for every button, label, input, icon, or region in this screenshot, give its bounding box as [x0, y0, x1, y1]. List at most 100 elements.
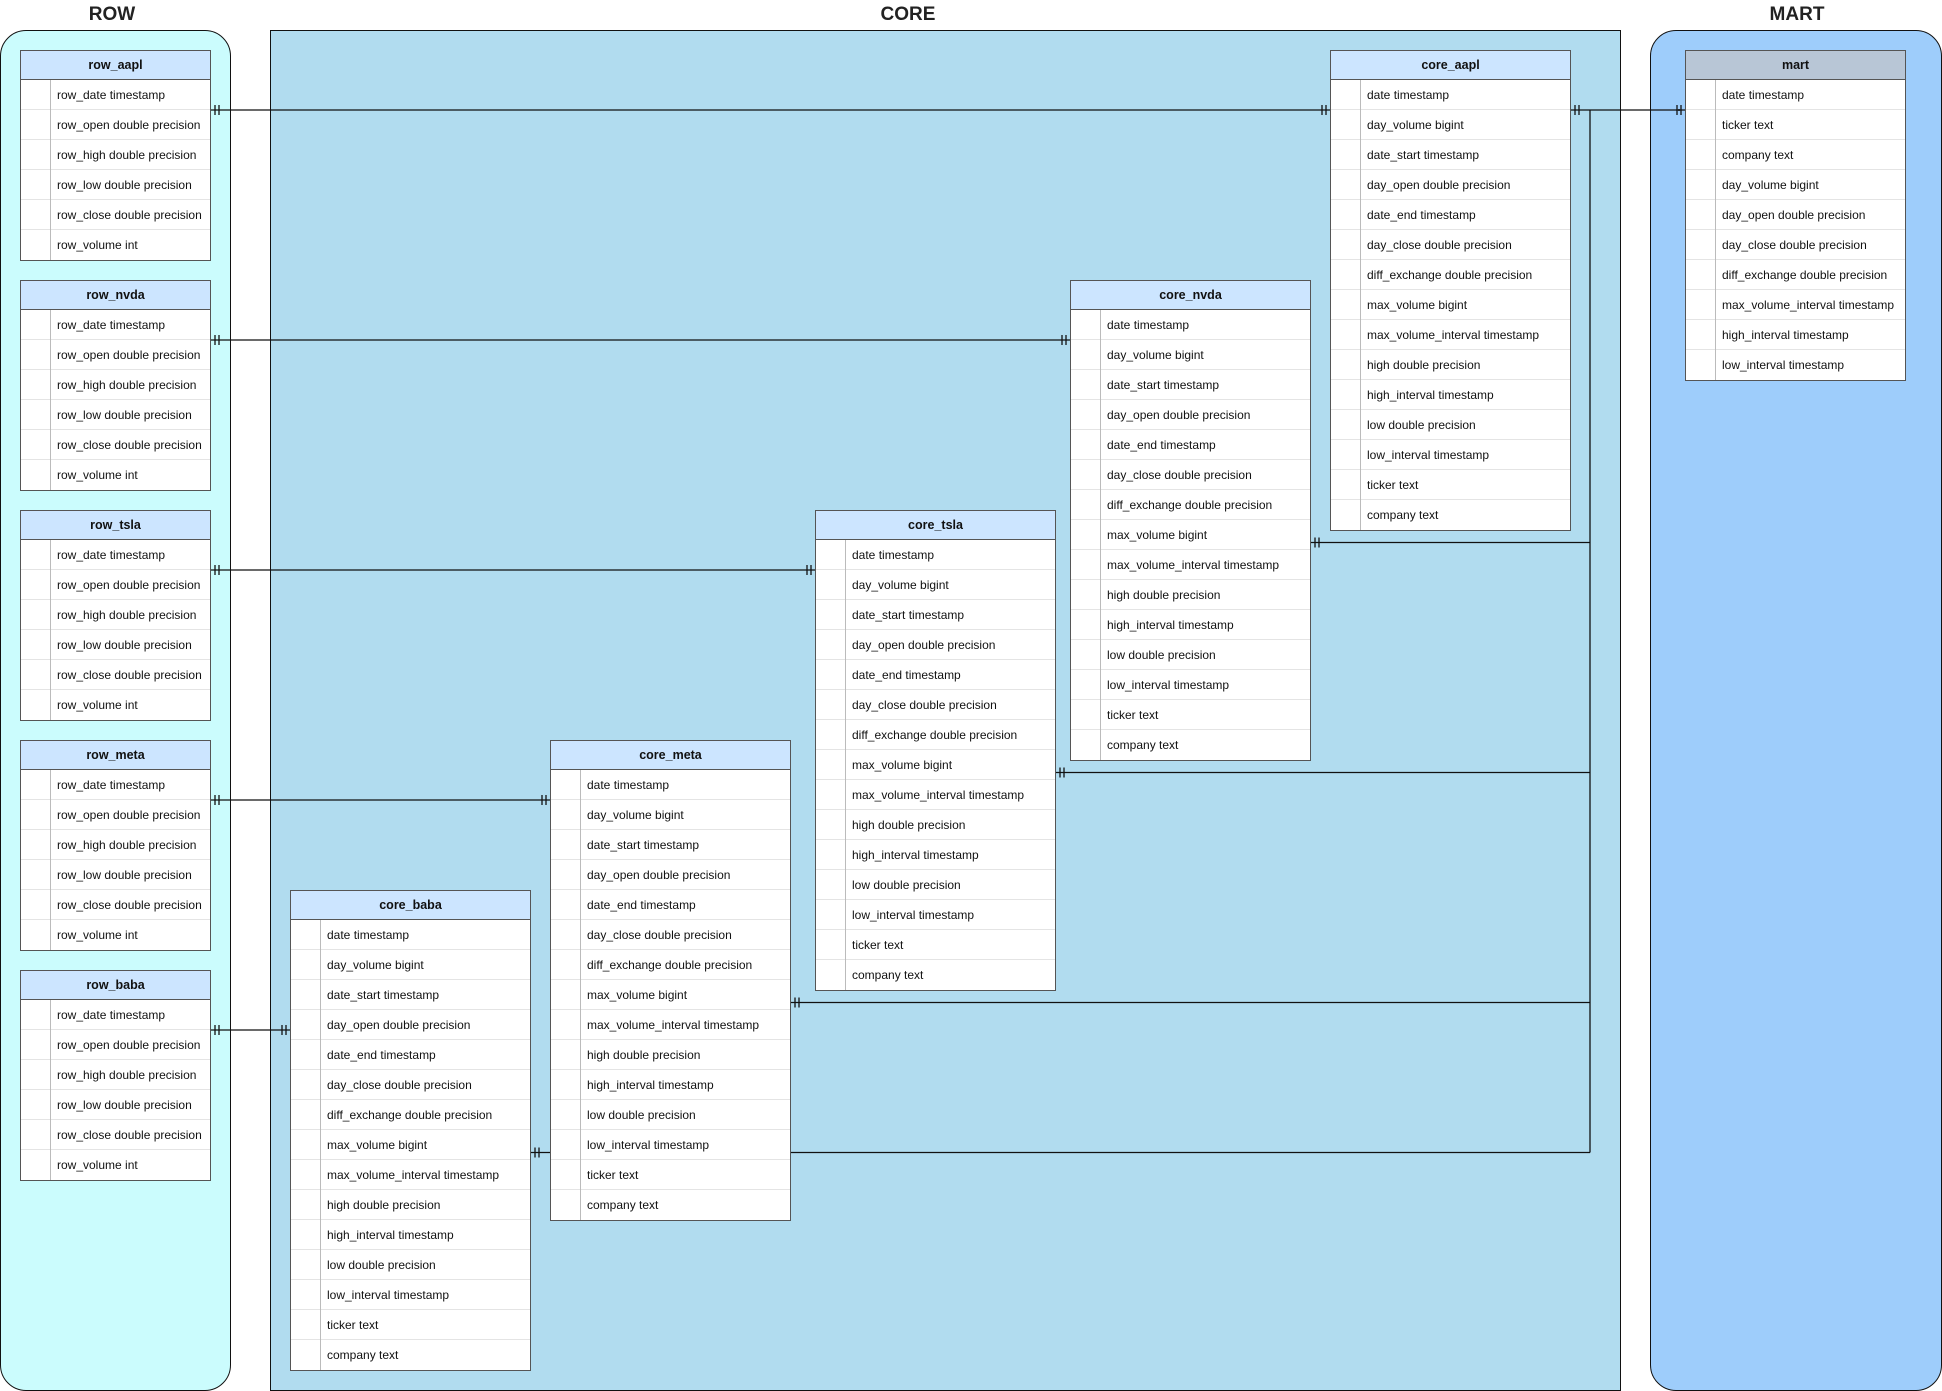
table-field: company text — [587, 1198, 659, 1212]
table-field: row_low double precision — [21, 1090, 210, 1120]
table-field: day_open double precision — [1071, 400, 1310, 430]
table-field: company text — [1686, 140, 1905, 170]
table-field: day_open double precision — [291, 1010, 530, 1040]
table-field: day_volume bigint — [291, 950, 530, 980]
table-title: row_baba — [21, 971, 210, 1000]
table-title: row_tsla — [21, 511, 210, 540]
table-field: row_high double precision — [21, 830, 210, 860]
table-field: day_volume bigint — [1071, 340, 1310, 370]
table-field: low double precision — [816, 870, 1055, 900]
table-field: date_start timestamp — [1331, 140, 1570, 170]
table-field: date_start timestamp — [1071, 370, 1310, 400]
table-title: mart — [1686, 51, 1905, 80]
table-field: ticker text — [1331, 470, 1570, 500]
table-field: day_close double precision — [551, 920, 790, 950]
table-field: company text — [1107, 738, 1179, 752]
table-field: row_close double precision — [21, 430, 210, 460]
table-field: ticker text — [1071, 700, 1310, 730]
table-field: low_interval timestamp — [1331, 440, 1570, 470]
table-field: diff_exchange double precision — [1071, 490, 1310, 520]
table-field: date_start timestamp — [816, 600, 1055, 630]
table-field: row_volume int — [57, 468, 138, 482]
table-field: date timestamp — [551, 770, 790, 800]
table-field: day_close double precision — [291, 1070, 530, 1100]
table-field: date timestamp — [1331, 80, 1570, 110]
table-field: low_interval timestamp — [1722, 358, 1845, 372]
table-field: row_close double precision — [21, 890, 210, 920]
table-field: high_interval timestamp — [816, 840, 1055, 870]
table-title: row_nvda — [21, 281, 210, 310]
table-field: date timestamp — [816, 540, 1055, 570]
table-field: high double precision — [291, 1190, 530, 1220]
table-field: max_volume bigint — [816, 750, 1055, 780]
table-field: row_volume int — [57, 238, 138, 252]
table-field: day_volume bigint — [1331, 110, 1570, 140]
table-field: row_low double precision — [21, 170, 210, 200]
table-field: row_high double precision — [21, 370, 210, 400]
table-field: ticker text — [1686, 110, 1905, 140]
table-field: high double precision — [1071, 580, 1310, 610]
table-field: low double precision — [291, 1250, 530, 1280]
table-field: row_date timestamp — [21, 80, 210, 110]
table-field: high_interval timestamp — [291, 1220, 530, 1250]
table-field: max_volume_interval timestamp — [1331, 320, 1570, 350]
table-field: max_volume bigint — [1331, 290, 1570, 320]
table-field: high_interval timestamp — [1071, 610, 1310, 640]
table-field: day_open double precision — [1331, 170, 1570, 200]
table-field: row_close double precision — [21, 200, 210, 230]
table-field: row_volume int — [57, 928, 138, 942]
table-field: low double precision — [1331, 410, 1570, 440]
table-field: low_interval timestamp — [1071, 670, 1310, 700]
table-field: max_volume_interval timestamp — [291, 1160, 530, 1190]
table-field: max_volume_interval timestamp — [551, 1010, 790, 1040]
table-field: company text — [1367, 508, 1439, 522]
row-zone-label: ROW — [88, 4, 136, 25]
table-field: diff_exchange double precision — [1686, 260, 1905, 290]
table-field: high_interval timestamp — [1331, 380, 1570, 410]
mart-zone-label: MART — [1769, 4, 1825, 25]
table-field: day_close double precision — [1686, 230, 1905, 260]
table-field: max_volume_interval timestamp — [1686, 290, 1905, 320]
table-field: row_high double precision — [21, 140, 210, 170]
table-field: high double precision — [816, 810, 1055, 840]
table-field: day_volume bigint — [551, 800, 790, 830]
table-field: day_close double precision — [1071, 460, 1310, 490]
table-field: date_end timestamp — [816, 660, 1055, 690]
table-field: date timestamp — [1071, 310, 1310, 340]
table-field: date_end timestamp — [291, 1040, 530, 1070]
table-field: row_open double precision — [21, 340, 210, 370]
table-field: row_date timestamp — [21, 770, 210, 800]
table-field: date_start timestamp — [551, 830, 790, 860]
table-field: date_end timestamp — [1331, 200, 1570, 230]
table-field: row_volume int — [57, 698, 138, 712]
table-title: core_nvda — [1071, 281, 1310, 310]
table-field: diff_exchange double precision — [551, 950, 790, 980]
table-field: row_open double precision — [21, 110, 210, 140]
table-field: low_interval timestamp — [291, 1280, 530, 1310]
table-field: ticker text — [816, 930, 1055, 960]
table-field: ticker text — [291, 1310, 530, 1340]
table-title: core_meta — [551, 741, 790, 770]
table-field: low double precision — [1071, 640, 1310, 670]
table-title: core_aapl — [1331, 51, 1570, 80]
table-field: max_volume bigint — [291, 1130, 530, 1160]
table-field: high double precision — [1331, 350, 1570, 380]
table-field: row_high double precision — [21, 600, 210, 630]
table-field: row_open double precision — [21, 570, 210, 600]
table-field: ticker text — [551, 1160, 790, 1190]
table-field: day_close double precision — [1331, 230, 1570, 260]
table-title: core_baba — [291, 891, 530, 920]
table-field: row_date timestamp — [21, 1000, 210, 1030]
table-field: day_close double precision — [816, 690, 1055, 720]
